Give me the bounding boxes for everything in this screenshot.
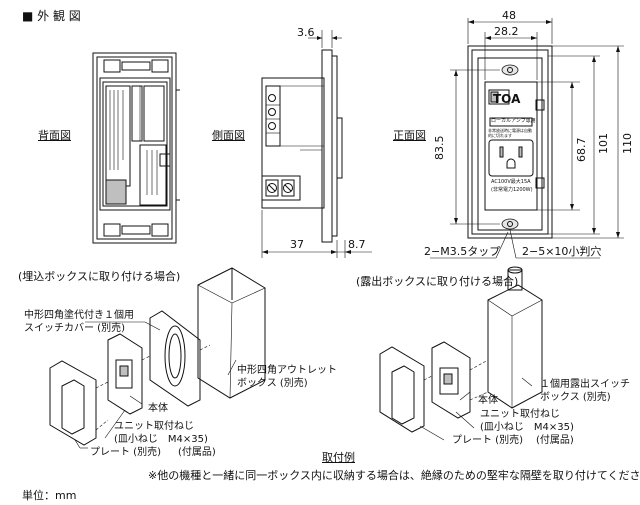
- plate-label-left: プレート (別売): [90, 447, 161, 458]
- toa-logo: TOA: [493, 92, 521, 106]
- dim-83-5: 83.5: [433, 135, 446, 161]
- back-view-label: 背面図: [38, 129, 71, 142]
- local-amp-label: ローカルアンプ専用: [491, 118, 536, 124]
- body-label-right: 本体: [478, 395, 498, 406]
- embedded-installation-drawing: [49, 267, 266, 449]
- exposed-installation-drawing: [379, 266, 543, 441]
- hole-label: 2−5×10小判穴: [522, 245, 602, 258]
- rating-label: AC100V最大15A: [491, 179, 531, 185]
- dim-28-2: 28.2: [494, 25, 519, 38]
- section-title: ■ 外 観 図: [22, 9, 81, 23]
- exposed-title: (露出ボックスに取り付ける場合): [356, 275, 519, 288]
- dim-68-7: 68.7: [575, 137, 588, 163]
- plate-label-right: プレート (別売): [452, 435, 523, 446]
- screw-right-line2: (皿小ねじ M4×35): [480, 422, 574, 433]
- screw-left-line1: ユニット取付ねじ: [114, 421, 194, 432]
- embedded-title: (埋込ボックスに取り付ける場合): [18, 270, 181, 283]
- outlet-box-line1: 中形四角アウトレット: [237, 365, 337, 376]
- tap-label: 2−M3.5タップ: [424, 245, 501, 258]
- back-view-drawing: [92, 52, 180, 244]
- screw-left-line3: (付属品): [178, 447, 216, 458]
- dim-110: 110: [621, 133, 634, 154]
- example-caption: 取付例: [322, 451, 355, 464]
- footnote: ※他の機種と一緒に同一ボックス内に収納する場合は、絶縁のための堅牢な隔壁を取り付…: [148, 469, 640, 482]
- rating-sub-label: (非常電力1200W): [491, 187, 533, 193]
- dim-37: 37: [290, 238, 304, 251]
- unit-label: 単位：mm: [22, 489, 77, 502]
- body-label-left: 本体: [148, 403, 168, 414]
- switch-cover-line1: 中形四角塗代付き１個用: [24, 310, 134, 321]
- exposed-box-line1: １個用露出スイッチ: [540, 379, 630, 390]
- front-view-drawing: [430, 18, 624, 259]
- dim-48: 48: [502, 9, 516, 22]
- screw-right-line3: (付属品): [536, 435, 574, 446]
- dim-8-7: 8.7: [348, 238, 366, 251]
- side-view-label: 側面図: [212, 129, 245, 142]
- dim-101: 101: [597, 133, 610, 154]
- side-view-drawing: [261, 30, 372, 258]
- emergency-note: 非常放送時に電源は自動的に切れます: [488, 128, 532, 138]
- dim-3-6: 3.6: [297, 26, 315, 39]
- exposed-box-line2: ボックス (別売): [540, 392, 611, 403]
- switch-cover-line2: スイッチカバー (別売): [24, 323, 125, 334]
- front-view-label: 正面図: [393, 129, 426, 142]
- screw-left-line2: (皿小ねじ M4×35): [114, 434, 208, 445]
- screw-right-line1: ユニット取付ねじ: [480, 409, 560, 420]
- outlet-box-line2: ボックス (別売): [237, 378, 308, 389]
